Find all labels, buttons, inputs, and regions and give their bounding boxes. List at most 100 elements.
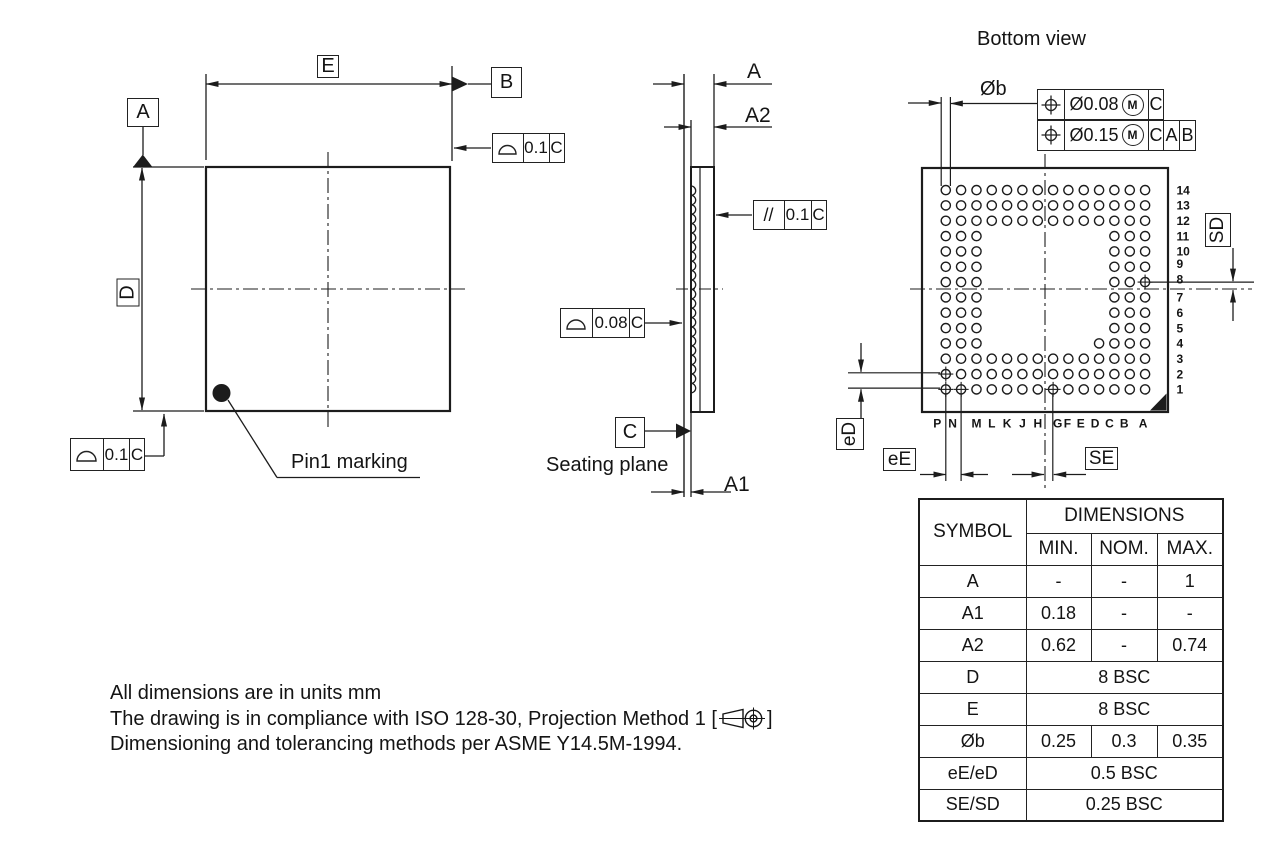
solder-ball	[1139, 184, 1151, 196]
profile-of-line-icon	[561, 309, 592, 337]
solder-ball	[971, 353, 982, 365]
solder-ball	[1078, 384, 1090, 395]
datum-b-letter: B	[499, 71, 514, 93]
solder-ball	[971, 184, 982, 196]
solder-ball	[1001, 184, 1013, 196]
datum-c-triangle	[676, 423, 691, 439]
solder-ball	[1047, 368, 1059, 380]
solder-ball	[1124, 261, 1136, 273]
solder-ball	[1017, 384, 1028, 395]
table-cell: SE/SD	[918, 788, 1027, 822]
datum-ref: C	[129, 439, 144, 470]
row-label: 3	[1177, 352, 1184, 366]
dim-a2-label: A2	[745, 104, 771, 127]
solder-ball	[955, 292, 967, 303]
solder-ball	[1078, 353, 1090, 365]
max-header: MAX.	[1156, 532, 1224, 566]
tolerance-value: Ø0.08 M	[1064, 90, 1148, 119]
table-cell: E	[918, 692, 1027, 726]
pitch-se-box: SE	[1085, 447, 1118, 470]
table-cell: 0.18	[1025, 596, 1092, 630]
solder-ball	[1139, 338, 1151, 349]
solder-ball	[1063, 368, 1074, 380]
solder-ball	[1032, 215, 1044, 227]
solder-ball	[940, 261, 952, 273]
profile-fcf-top: 0.1 C	[491, 133, 565, 163]
solder-ball	[1063, 200, 1074, 211]
datum-c-letter: C	[622, 421, 638, 443]
row-label: 14	[1177, 183, 1191, 197]
col-label: H	[1033, 417, 1042, 431]
table-cell: 0.5 BSC	[1025, 756, 1224, 790]
table-cell: Øb	[918, 724, 1027, 758]
min-header: MIN.	[1025, 532, 1092, 566]
solder-ball	[971, 338, 982, 349]
solder-ball	[1124, 338, 1136, 349]
datum-b-triangle	[452, 76, 468, 92]
table-cell: -	[1090, 596, 1158, 630]
note-projection-bracket: ]	[766, 707, 773, 730]
table-cell: -	[1090, 628, 1158, 662]
solder-ball	[1078, 215, 1090, 227]
solder-ball	[1109, 322, 1120, 334]
row-label: 11	[1177, 229, 1190, 243]
first-angle-projection-icon	[718, 707, 765, 730]
solder-ball	[1093, 368, 1105, 380]
table-cell: -	[1090, 564, 1158, 598]
profile-fcf-side: 0.08 C	[560, 308, 645, 338]
solder-ball	[971, 276, 982, 288]
solder-ball	[1109, 384, 1120, 395]
position-icon	[1038, 90, 1064, 119]
tolerance-value: 0.1	[522, 134, 549, 162]
dim-d-letter: D	[116, 284, 138, 300]
pin-a1-corner-chamfer	[1150, 393, 1167, 411]
datum-b-box: B	[491, 67, 522, 98]
table-cell: eE/eD	[918, 756, 1027, 790]
solder-ball	[1124, 184, 1136, 196]
solder-ball	[1124, 200, 1136, 211]
solder-ball	[955, 307, 967, 319]
solder-ball	[1078, 200, 1090, 211]
tolerance-value: 0.08	[592, 309, 629, 337]
solder-ball	[1139, 384, 1151, 395]
tolerance-value: 0.1	[103, 439, 129, 470]
solder-ball	[1063, 184, 1074, 196]
solder-ball	[1139, 292, 1151, 303]
table-cell: -	[1025, 564, 1092, 598]
solder-ball	[986, 368, 998, 380]
solder-ball	[1124, 292, 1136, 303]
solder-ball	[971, 215, 982, 227]
solder-ball	[1093, 184, 1105, 196]
profile-fcf-bottom: 0.1 C	[70, 438, 145, 471]
solder-ball	[1001, 215, 1013, 227]
col-label: P	[933, 417, 941, 431]
pin1-marking-dot	[212, 384, 231, 402]
solder-ball	[1001, 200, 1013, 211]
dim-a-label: A	[747, 60, 762, 83]
solder-ball	[955, 246, 967, 257]
datum-ref: C	[1148, 120, 1163, 150]
col-label: N	[948, 417, 957, 431]
top-view-geometry	[133, 66, 491, 479]
parallelism-fcf: // 0.1 C	[752, 200, 827, 230]
solder-ball	[1093, 384, 1105, 395]
table-cell: 0.62	[1025, 628, 1092, 662]
solder-ball	[1063, 215, 1074, 227]
profile-of-line-icon	[71, 439, 103, 470]
solder-ball	[1139, 368, 1151, 380]
solder-ball	[1032, 184, 1044, 196]
pitch-sd-label: SD	[1207, 216, 1228, 244]
solder-ball	[1109, 368, 1120, 380]
datum-a-letter: A	[136, 101, 150, 123]
table-cell: 0.25 BSC	[1025, 788, 1224, 822]
row-label: 13	[1177, 199, 1191, 213]
solder-ball	[1047, 184, 1059, 196]
datum-ref: C	[548, 134, 564, 162]
note-standard: Dimensioning and tolerancing methods per…	[110, 733, 683, 755]
pitch-ee-box: eE	[883, 448, 916, 471]
solder-ball	[1109, 276, 1120, 288]
dim-a1-label: A1	[724, 473, 750, 496]
